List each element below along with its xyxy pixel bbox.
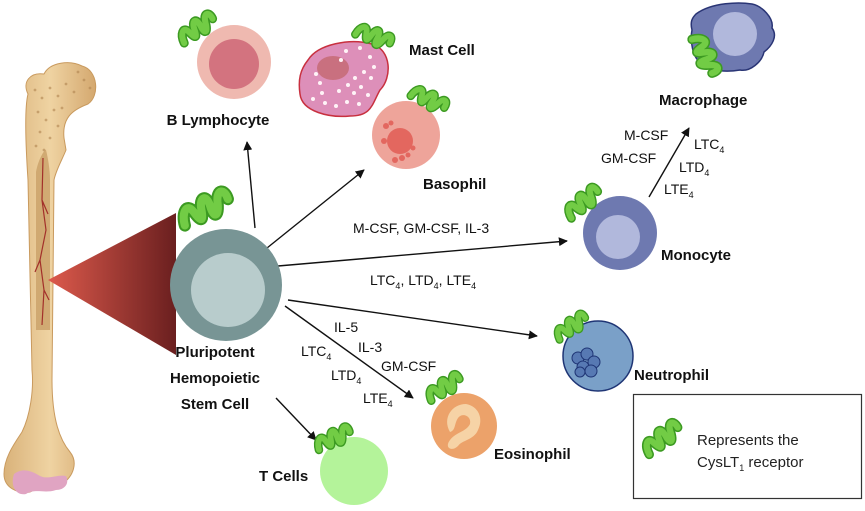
- eosinophil-cytokine-2: IL-3: [358, 339, 382, 355]
- arrow-to-basophil: [266, 169, 365, 249]
- eosinophil-leukotriene-2: LTD4: [331, 367, 361, 386]
- magnification-wedge: [48, 213, 176, 355]
- arrow-to-neutrophil: [287, 299, 538, 340]
- arrow-to-b-lymphocyte: [243, 141, 256, 229]
- lt-item: LTE: [446, 272, 471, 288]
- b-lymphocyte-cell: [177, 13, 271, 99]
- stem-cell-receptor-icon: [179, 190, 232, 225]
- stem-cell-label-line2: Hemopoietic: [170, 370, 260, 387]
- bone-cartilage: [12, 470, 68, 495]
- b-lymphocyte-label: B Lymphocyte: [167, 112, 270, 129]
- stem-cell-nucleus: [191, 253, 265, 327]
- macrophage-cytokine-2: GM-CSF: [601, 150, 656, 166]
- stem-cell: [170, 190, 282, 341]
- basophil-cell: [372, 83, 448, 169]
- neutrophil-label: Neutrophil: [634, 367, 709, 384]
- t-cells-cell: [315, 426, 388, 505]
- eosinophil-leukotriene-1: LTC4: [301, 343, 331, 362]
- mast-cell-label: Mast Cell: [409, 42, 475, 59]
- eosinophil-leukotriene-3: LTE4: [363, 390, 393, 409]
- arrows: [243, 127, 690, 441]
- femur-bone-illustration: [3, 62, 97, 495]
- basophil-label: Basophil: [423, 176, 486, 193]
- neutrophil-nucleus: [571, 347, 601, 378]
- macrophage-nucleus: [713, 12, 757, 56]
- stem-cell-label-line1: Pluripotent: [175, 344, 254, 361]
- macrophage-label: Macrophage: [659, 92, 747, 109]
- eosinophil-nucleus: [447, 404, 481, 449]
- b-lymphocyte-nucleus: [209, 39, 259, 89]
- arrow-to-t-cells: [275, 397, 317, 441]
- bone-marrow-cavity: [36, 150, 50, 330]
- mast-cell-body: [298, 41, 389, 118]
- t-cells-label: T Cells: [259, 468, 308, 485]
- t-cells-membrane: [320, 437, 388, 505]
- arrow-to-eosinophil: [284, 305, 414, 399]
- macrophage-cell: [691, 2, 776, 76]
- legend: Represents the CysLT1 receptor: [632, 393, 863, 500]
- monocyte-cell: [563, 186, 657, 270]
- eosinophil-label: Eosinophil: [494, 446, 571, 463]
- spongy-bone-texture: [33, 70, 92, 152]
- monocyte-pathway-leukotrienes: LTC4, LTD4, LTE4: [370, 272, 476, 291]
- neutrophil-cell: [553, 312, 634, 392]
- monocyte-label: Monocyte: [661, 247, 731, 264]
- bone-blood-vessels: [34, 157, 50, 326]
- mast-cell: [298, 21, 393, 118]
- eosinophil-cytokine-3: GM-CSF: [381, 358, 436, 374]
- eosinophil-membrane: [431, 393, 497, 459]
- monocyte-nucleus: [596, 215, 640, 259]
- macrophage-leukotriene-1: LTC4: [694, 136, 724, 155]
- lt-item: LTC: [370, 272, 395, 288]
- arrow-monocyte-to-macrophage: [648, 127, 690, 198]
- mast-cell-nucleus: [317, 56, 349, 80]
- basophil-nucleus: [381, 120, 416, 163]
- arrow-to-monocyte: [277, 237, 568, 267]
- legend-line1: Represents the: [697, 432, 799, 449]
- eosinophil-cell: [425, 373, 497, 459]
- lt-item: LTD: [408, 272, 433, 288]
- macrophage-leukotriene-3: LTE4: [664, 181, 694, 200]
- legend-line2: CysLT1 receptor: [697, 454, 803, 473]
- eosinophil-cytokine-1: IL-5: [334, 319, 358, 335]
- macrophage-cytokine-1: M-CSF: [624, 127, 668, 143]
- monocyte-pathway-cytokines: M-CSF, GM-CSF, IL-3: [353, 220, 489, 236]
- mast-cell-granules: [311, 46, 376, 108]
- stem-cell-label-line3: Stem Cell: [181, 396, 249, 413]
- macrophage-leukotriene-2: LTD4: [679, 159, 709, 178]
- legend-box: [632, 393, 863, 500]
